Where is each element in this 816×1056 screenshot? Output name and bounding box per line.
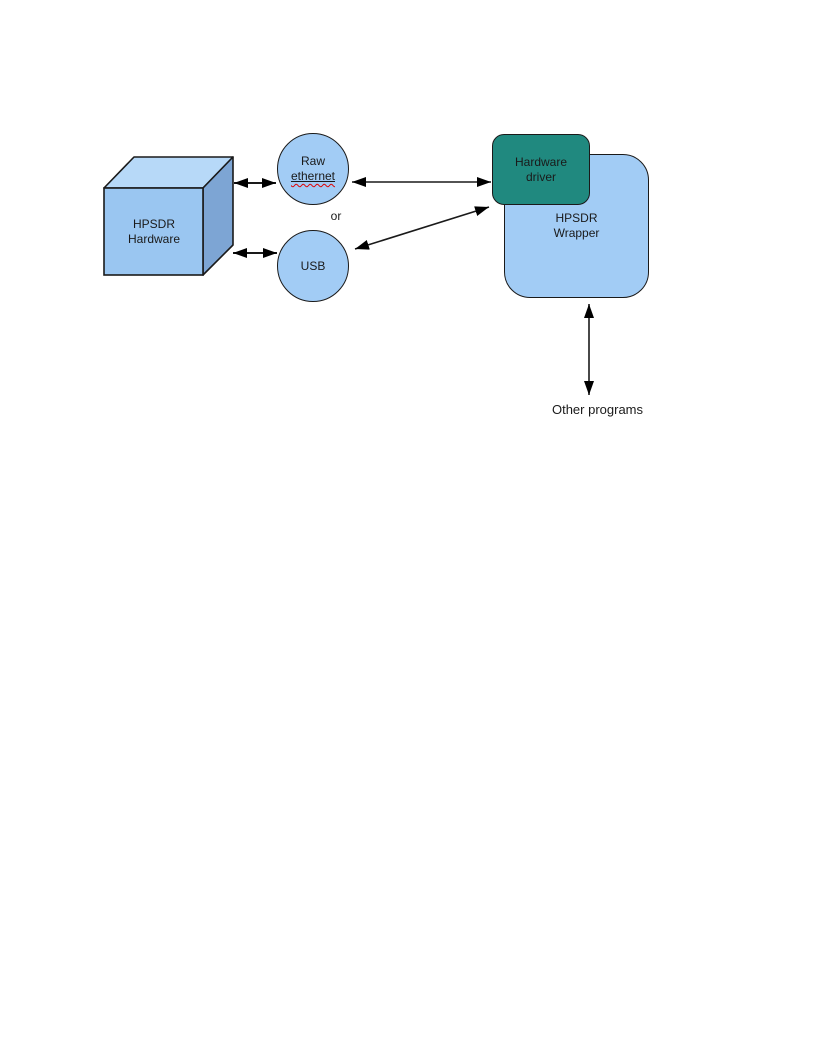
raw-ethernet-label-line2: ethernet [290, 169, 336, 183]
or-label: or [330, 209, 342, 223]
raw-ethernet-label-line1: Raw [300, 154, 325, 168]
node-hardware-driver: Hardware driver [492, 134, 590, 205]
node-hpsdr-hardware: HPSDR Hardware [104, 188, 204, 276]
spellcheck-squiggle: ethernet [291, 169, 335, 184]
node-usb: USB [277, 230, 349, 302]
usb-label: USB [300, 258, 326, 273]
arrow-usb-driver [354, 206, 490, 250]
hardware-driver-label-line2: driver [525, 169, 556, 184]
hpsdr-hardware-label-line2: Hardware [127, 232, 181, 246]
cube-front-face [103, 187, 204, 276]
node-raw-ethernet: Raw ethernet [277, 133, 349, 205]
hpsdr-hardware-label-line1: HPSDR [132, 217, 175, 231]
hpsdr-wrapper-label-line2: Wrapper [553, 226, 600, 240]
other-programs-label: Other programs [551, 402, 644, 417]
hardware-driver-label-line1: Hardware [514, 154, 568, 169]
hpsdr-wrapper-label-line1: HPSDR [555, 211, 598, 225]
